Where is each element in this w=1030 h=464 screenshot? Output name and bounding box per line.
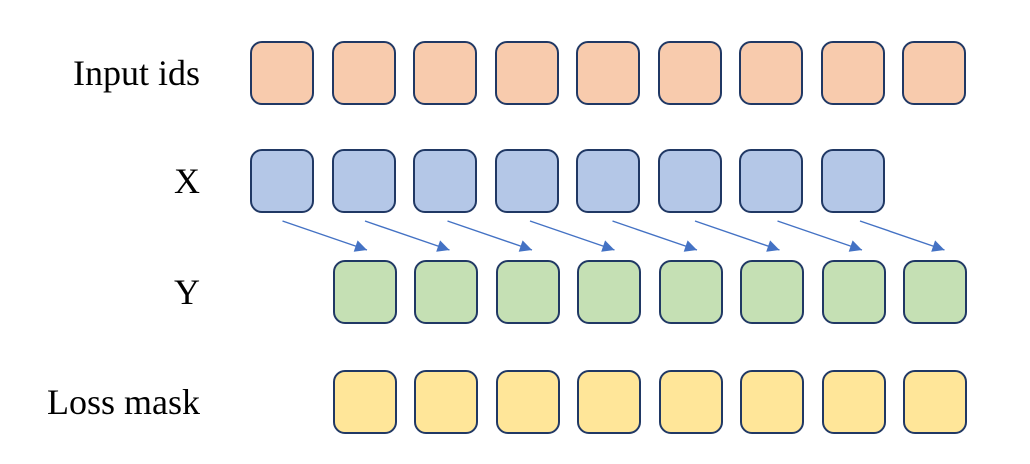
token-square-loss-mask — [332, 370, 397, 434]
shift-arrow — [694, 220, 780, 252]
token-square-loss-mask — [740, 370, 804, 434]
token-square-y — [821, 260, 886, 324]
row-label-input-ids: Input ids — [72, 53, 200, 93]
token-square-input-ids — [576, 41, 640, 105]
shift-arrow — [777, 220, 863, 252]
shift-arrow — [612, 220, 698, 252]
row-label-x: X — [174, 161, 200, 201]
token-square-y — [414, 260, 478, 324]
token-square-input-ids — [902, 41, 966, 105]
token-square-x — [494, 149, 559, 213]
token-square-loss-mask — [903, 370, 967, 434]
row-x: X — [0, 149, 1030, 214]
token-square-loss-mask — [414, 370, 478, 434]
shift-arrow — [859, 220, 945, 252]
token-square-y — [658, 260, 723, 324]
token-square-y — [903, 260, 967, 324]
token-square-x — [739, 149, 803, 213]
row-label-loss-mask: Loss mask — [47, 382, 200, 422]
token-squares-loss-mask — [332, 370, 967, 434]
token-square-input-ids — [250, 41, 314, 105]
token-squares-x — [250, 149, 885, 213]
shift-arrow — [529, 220, 615, 252]
token-square-input-ids — [657, 41, 722, 105]
token-square-loss-mask — [495, 370, 560, 434]
token-square-input-ids — [494, 41, 559, 105]
token-squares-y — [332, 260, 967, 324]
row-label-y: Y — [174, 272, 200, 312]
shift-arrow — [282, 220, 368, 252]
token-square-y — [495, 260, 560, 324]
token-square-y — [332, 260, 397, 324]
token-square-y — [577, 260, 641, 324]
token-square-x — [250, 149, 314, 213]
token-square-loss-mask — [658, 370, 723, 434]
token-square-x — [657, 149, 722, 213]
token-square-x — [413, 149, 477, 213]
token-square-input-ids — [331, 41, 396, 105]
shift-arrow — [447, 220, 533, 252]
token-square-input-ids — [820, 41, 885, 105]
row-y: Y — [0, 260, 1030, 325]
token-square-y — [740, 260, 804, 324]
token-square-input-ids — [739, 41, 803, 105]
token-square-x — [576, 149, 640, 213]
token-squares-input-ids — [250, 41, 966, 105]
token-square-x — [820, 149, 885, 213]
token-square-x — [331, 149, 396, 213]
row-input-ids: Input ids — [0, 41, 1030, 106]
token-square-input-ids — [413, 41, 477, 105]
token-square-loss-mask — [577, 370, 641, 434]
row-loss-mask: Loss mask — [0, 370, 1030, 435]
token-square-loss-mask — [821, 370, 886, 434]
shift-arrow — [364, 220, 450, 252]
